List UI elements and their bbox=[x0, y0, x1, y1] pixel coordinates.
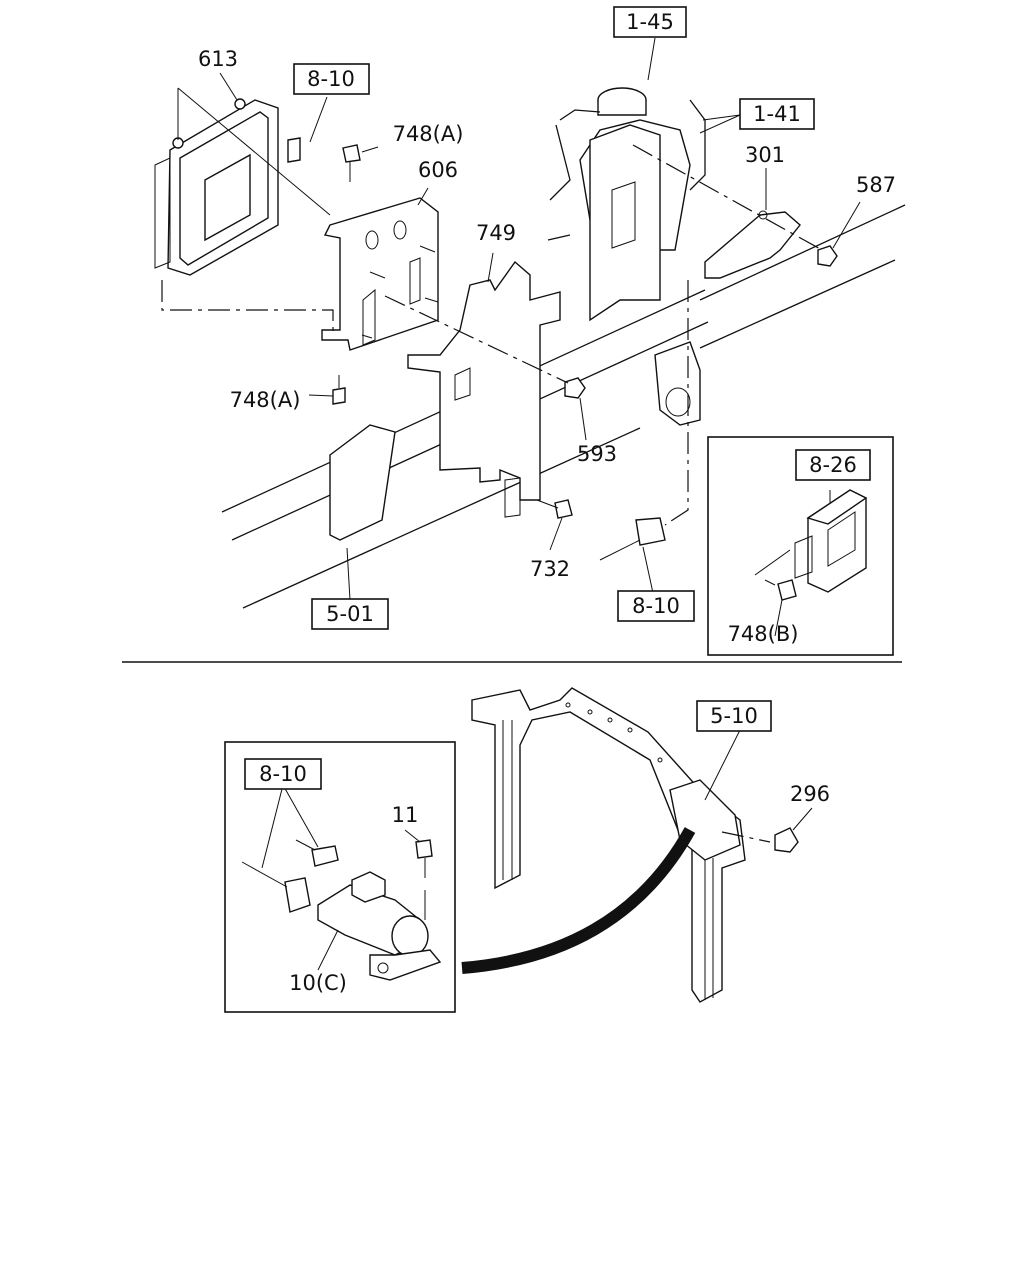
label-301: 301 bbox=[745, 143, 785, 167]
label-8-26: 8-26 bbox=[809, 453, 857, 477]
ecu-module-8-26 bbox=[794, 489, 868, 593]
bolt-748b bbox=[764, 579, 797, 601]
bolt-748a-left bbox=[332, 375, 346, 405]
connector-8-10 bbox=[599, 517, 666, 561]
label-748a-left: 748(A) bbox=[230, 388, 301, 412]
bracket-749 bbox=[407, 260, 561, 518]
frame-gusset bbox=[329, 424, 396, 541]
label-1-45: 1-45 bbox=[626, 10, 674, 34]
sensor-10c bbox=[317, 871, 442, 981]
nut-587 bbox=[817, 245, 838, 267]
spring-hanger bbox=[654, 341, 701, 426]
label-606: 606 bbox=[418, 158, 458, 182]
label-748b: 748(B) bbox=[728, 622, 799, 646]
bracket-606 bbox=[321, 197, 439, 351]
label-5-10: 5-10 bbox=[710, 704, 758, 728]
label-11: 11 bbox=[392, 803, 419, 827]
label-8-10-mid: 8-10 bbox=[632, 594, 680, 618]
bolt-748a-top bbox=[342, 144, 361, 182]
label-5-01: 5-01 bbox=[326, 602, 374, 626]
inset-frame-8-10 bbox=[224, 741, 456, 1013]
reservoir-tank bbox=[547, 87, 706, 322]
label-732: 732 bbox=[530, 557, 570, 581]
label-1-41: 1-41 bbox=[753, 102, 801, 126]
connector-top bbox=[287, 137, 301, 163]
bolt-732 bbox=[536, 499, 573, 519]
lower-assembly bbox=[461, 687, 813, 1003]
label-10c: 10(C) bbox=[289, 971, 347, 995]
inset-frame-8-26 bbox=[707, 436, 894, 656]
label-8-10-inset: 8-10 bbox=[259, 762, 307, 786]
labels: 1-45 8-10 613 1-41 748(A) 606 301 587 74… bbox=[198, 6, 896, 995]
label-8-10-top: 8-10 bbox=[307, 67, 355, 91]
label-749: 749 bbox=[476, 221, 516, 245]
bolt-11 bbox=[415, 839, 433, 920]
label-593: 593 bbox=[577, 442, 617, 466]
label-587: 587 bbox=[856, 173, 896, 197]
nut-593 bbox=[564, 377, 586, 399]
nut-296 bbox=[774, 827, 799, 853]
connector-inset bbox=[241, 839, 339, 913]
label-748a-top: 748(A) bbox=[393, 122, 464, 146]
control-unit-613 bbox=[154, 98, 279, 276]
upper-assembly bbox=[154, 37, 906, 609]
label-296: 296 bbox=[790, 782, 830, 806]
label-613: 613 bbox=[198, 47, 238, 71]
mount-301 bbox=[704, 210, 801, 279]
